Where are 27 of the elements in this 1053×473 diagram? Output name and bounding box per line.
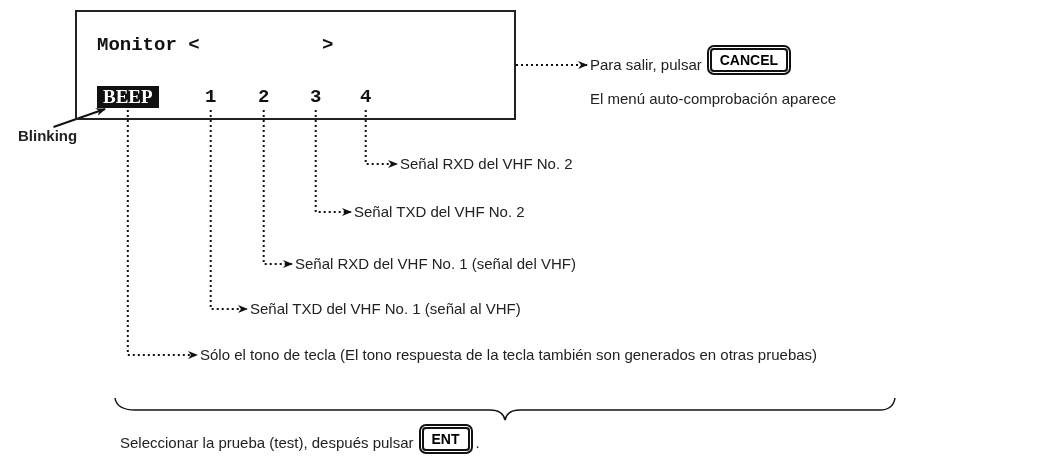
key-cap: ENT: [421, 427, 470, 451]
note-text: El menú auto-comprobación aparece: [590, 90, 836, 108]
annotation-text: Señal RXD del VHF No. 1 (señal del VHF): [295, 255, 576, 273]
annotation-text: Señal TXD del VHF No. 2: [354, 203, 525, 221]
menu-item: 2: [258, 86, 270, 108]
annotation-text: Para salir, pulsar: [590, 56, 702, 74]
dotted-leader-arrow: [262, 109, 293, 268]
menu-item: 1: [205, 86, 217, 108]
note-text: .: [475, 434, 480, 452]
menu-item: 3: [310, 86, 322, 108]
highlighted-menu-item: BEEP: [97, 86, 159, 108]
dotted-leader-arrow: [364, 109, 398, 168]
dotted-leader-arrow: [314, 109, 352, 216]
dotted-leader-arrow: [126, 109, 198, 359]
menu-item: 4: [360, 86, 372, 108]
annotation-text: Blinking: [18, 127, 78, 145]
annotation-text: Seleccionar la prueba (test), después pulsar: [120, 434, 414, 452]
screen-text: Monitor <: [97, 34, 200, 56]
screen-text: >: [322, 34, 334, 56]
annotation-text: Señal TXD del VHF No. 1 (señal al VHF): [250, 300, 521, 318]
dotted-leader-arrow: [209, 109, 248, 313]
annotation-text: Sólo el tono de tecla (El tono respuesta de la tecla también son generados en otras pruebas): [200, 346, 818, 364]
arrow: [52, 108, 106, 128]
display-screen: [75, 10, 516, 120]
annotation-text: Señal RXD del VHF No. 2: [400, 155, 573, 173]
key-cap: CANCEL: [709, 48, 789, 72]
dotted-leader-arrow: [515, 61, 588, 69]
